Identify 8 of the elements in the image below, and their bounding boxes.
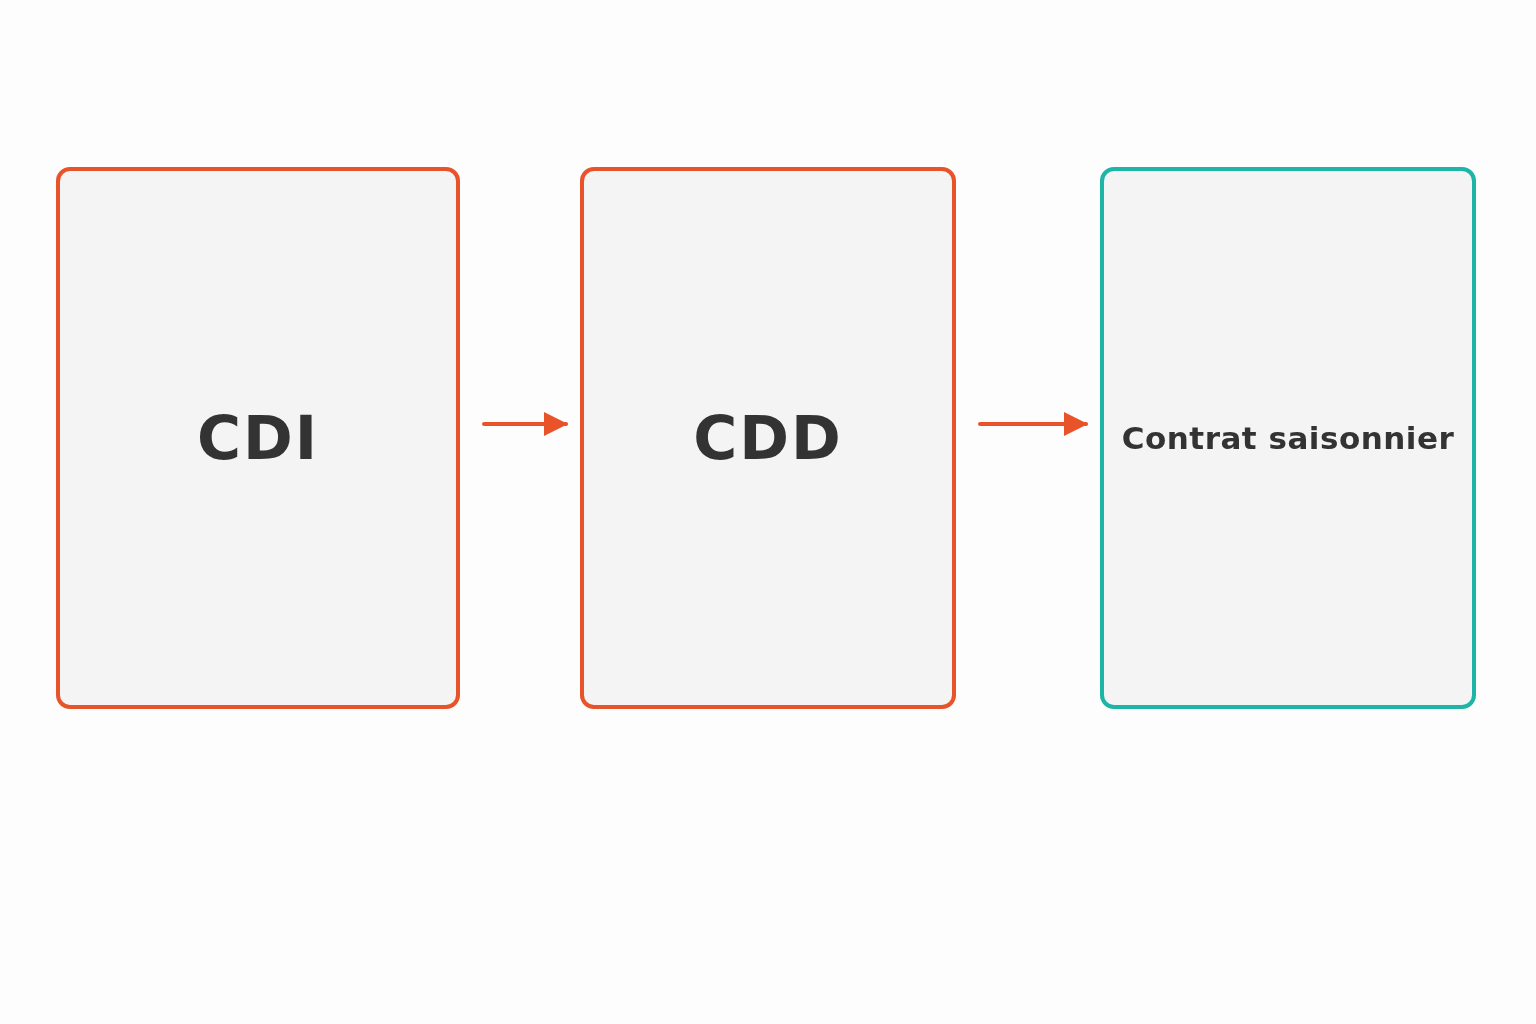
contract-type-label: Contrat saisonnier: [1120, 420, 1456, 456]
arrow: [482, 412, 568, 436]
arrow: [978, 412, 1088, 436]
contract-type-label: CDD: [692, 403, 844, 473]
contract-type-label: CDI: [195, 403, 321, 473]
contract-box: [1100, 167, 1476, 709]
contract-box: [580, 167, 956, 709]
contract-box: [56, 167, 460, 709]
